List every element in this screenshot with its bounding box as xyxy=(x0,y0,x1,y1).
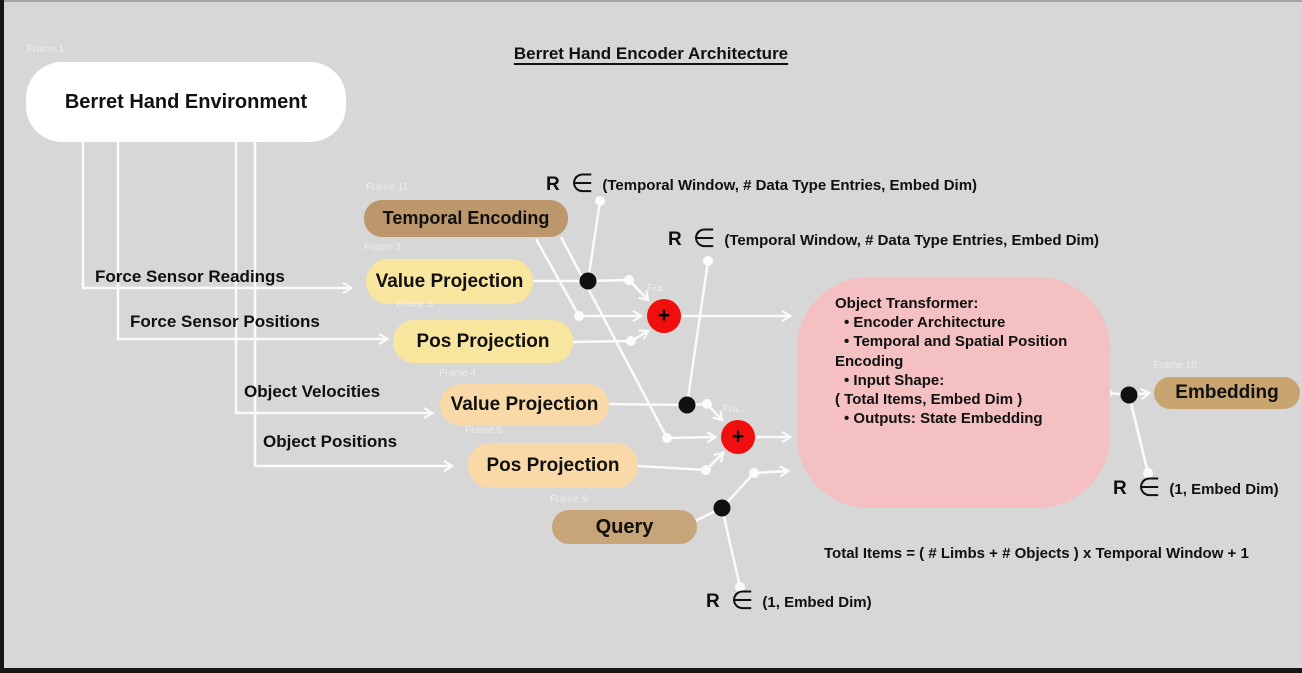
transformer-heading: Object Transformer: xyxy=(835,295,979,312)
object-value-projection-node: Value Projection xyxy=(440,384,609,426)
element-of-symbol: ∈ xyxy=(1137,473,1161,503)
object-positions-label: Object Positions xyxy=(263,432,398,451)
object-sum-node: + xyxy=(721,420,755,454)
frame-label-4: Frame 4 xyxy=(439,368,477,379)
force-sum-node: + xyxy=(647,299,681,333)
force-value-projection-node: Value Projection xyxy=(366,259,533,304)
transformer-bullet-positional-wrap: Encoding xyxy=(835,352,904,370)
object-velocities-label: Object Velocities xyxy=(244,382,381,401)
transformer-input-shape-tuple: ( Total Items, Embed Dim ) xyxy=(835,391,1023,409)
force-shape-annotation: R ∈ (Temporal Window, # Data Type Entrie… xyxy=(546,171,977,199)
embedding-shape-tuple: (1, Embed Dim) xyxy=(1169,480,1279,498)
query-node: Query xyxy=(552,510,697,544)
embedding-shape-annotation: R ∈ (1, Embed Dim) xyxy=(1113,475,1279,503)
frame-label-3: Frame 3 xyxy=(396,299,434,310)
frame-label-5: Frame 5 xyxy=(465,425,503,436)
left-border xyxy=(0,0,4,673)
frame-label-9: Frame 9 xyxy=(550,494,588,505)
frame-label-11: Frame 11 xyxy=(366,182,409,193)
frame-label-truncated-2: Fra... xyxy=(723,404,747,415)
temporal-encoding-node: Temporal Encoding xyxy=(364,200,568,237)
total-items-formula: Total Items = ( # Limbs + # Objects ) x … xyxy=(824,545,1249,562)
object-pos-projection-node: Pos Projection xyxy=(468,443,638,488)
object-transformer-node: Object Transformer: • Encoder Architectu… xyxy=(797,277,1110,508)
force-sensor-readings-label: Force Sensor Readings xyxy=(95,267,285,286)
transformer-bullet-outputs: • Outputs: State Embedding xyxy=(844,410,1043,428)
set-symbol: R xyxy=(1113,478,1127,499)
query-shape-tuple: (1, Embed Dim) xyxy=(762,593,872,611)
diagram-title: Berret Hand Encoder Architecture xyxy=(513,44,789,63)
set-symbol: R xyxy=(546,174,560,195)
top-border xyxy=(0,0,1302,2)
transformer-bullet-encoder: • Encoder Architecture xyxy=(844,314,1006,332)
set-symbol: R xyxy=(706,591,720,612)
object-shape-tuple: (Temporal Window, # Data Type Entries, E… xyxy=(724,231,1100,249)
object-shape-annotation: R ∈ (Temporal Window, # Data Type Entrie… xyxy=(668,226,1099,254)
embedding-node: Embedding xyxy=(1154,377,1300,409)
environment-node: Berret Hand Environment xyxy=(26,62,346,142)
frame-label-10: Frame 10 xyxy=(1154,360,1197,371)
transformer-bullet-positional: • Temporal and Spatial Position xyxy=(844,333,1068,351)
frame-label-2: Frame 2 xyxy=(364,242,402,253)
force-pos-projection-node: Pos Projection xyxy=(393,320,573,363)
bottom-border xyxy=(0,668,1302,673)
force-sensor-positions-label: Force Sensor Positions xyxy=(130,312,320,331)
element-of-symbol: ∈ xyxy=(692,224,716,254)
set-symbol: R xyxy=(668,229,682,250)
element-of-symbol: ∈ xyxy=(570,169,594,199)
frame-label-truncated-1: Fra... xyxy=(647,283,671,294)
query-shape-annotation: R ∈ (1, Embed Dim) xyxy=(706,588,872,616)
force-shape-tuple: (Temporal Window, # Data Type Entries, E… xyxy=(602,176,978,194)
frame-label-1: Frame 1 xyxy=(27,44,65,55)
transformer-bullet-input-shape: • Input Shape: xyxy=(844,371,945,389)
element-of-symbol: ∈ xyxy=(730,586,754,616)
